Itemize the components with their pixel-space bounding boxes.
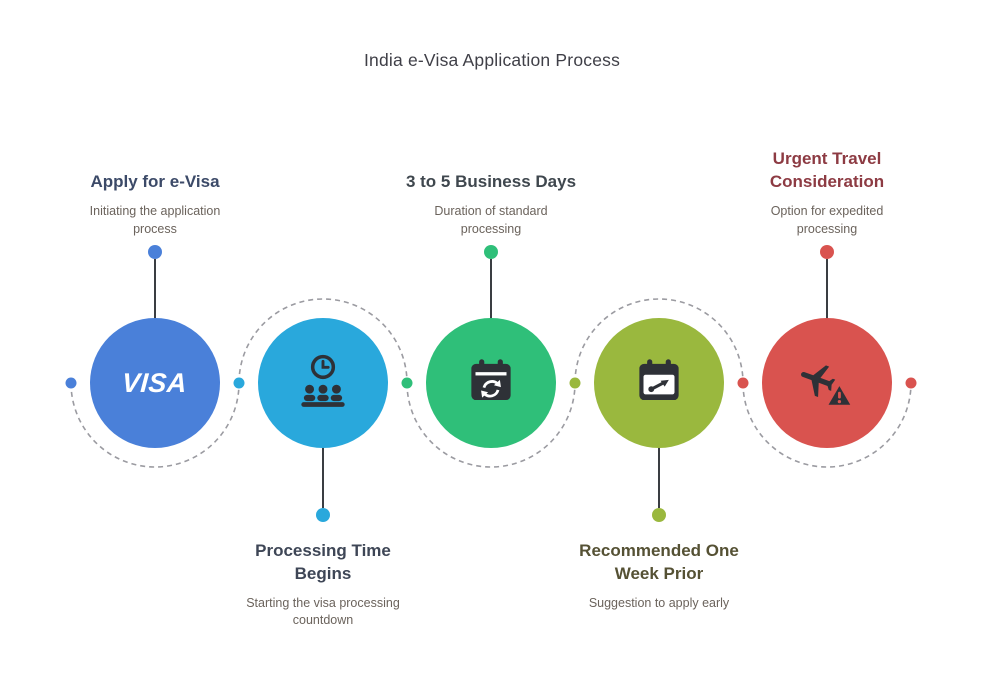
- connector-dot: [65, 377, 77, 389]
- step-label: 3 to 5 Business Days Duration of standar…: [391, 171, 591, 238]
- stem-dot: [316, 508, 330, 522]
- process-step-processing: Processing Time Begins Starting the visa…: [223, 0, 423, 696]
- step-title: Urgent Travel Consideration: [769, 149, 885, 192]
- step-label: Processing Time Begins Starting the visa…: [223, 540, 423, 630]
- step-description: Initiating the application process: [89, 204, 221, 236]
- step-title: Apply for e-Visa: [90, 172, 220, 192]
- stem-dot: [484, 245, 498, 259]
- step-label: Recommended One Week Prior Suggestion to…: [559, 540, 759, 612]
- process-step-apply: Apply for e-Visa Initiating the applicat…: [55, 0, 255, 696]
- stem-dot: [652, 508, 666, 522]
- connector-arc: [70, 382, 240, 468]
- stem-dot: [820, 245, 834, 259]
- connector-dot: [233, 377, 245, 389]
- visa-logo-icon: VISA: [121, 367, 189, 398]
- process-step-duration: 3 to 5 Business Days Duration of standar…: [391, 0, 591, 696]
- connector-arc: [742, 382, 912, 468]
- connector-arc: [406, 382, 576, 468]
- step-description: Option for expedited processing: [770, 204, 884, 236]
- step-circle: [594, 318, 724, 448]
- step-description: Starting the visa processing countdown: [246, 595, 400, 628]
- step-description: Duration of standard processing: [434, 204, 548, 236]
- plane-warning-icon: [801, 365, 851, 405]
- step-title: Processing Time Begins: [255, 541, 391, 583]
- step-label: Urgent Travel Consideration Option for e…: [727, 148, 927, 238]
- process-step-recommended: Recommended One Week Prior Suggestion to…: [559, 0, 759, 696]
- connector-dot: [737, 377, 749, 389]
- queue-clock-icon: [301, 354, 345, 407]
- step-label: Apply for e-Visa Initiating the applicat…: [55, 171, 255, 238]
- connector-dot: [401, 377, 413, 389]
- step-circle: [426, 318, 556, 448]
- connector-dot: [905, 377, 917, 389]
- step-title: 3 to 5 Business Days: [405, 172, 577, 192]
- calendar-sync-icon: [471, 359, 511, 401]
- process-step-urgent: Urgent Travel Consideration Option for e…: [727, 0, 927, 696]
- page-title: India e-Visa Application Process: [363, 50, 621, 70]
- step-title: Recommended One Week Prior: [579, 541, 739, 583]
- step-circle: [762, 318, 892, 448]
- step-circle: [258, 318, 388, 448]
- step-circle: VISA: [90, 318, 220, 448]
- connector-dot: [569, 377, 581, 389]
- stem-dot: [148, 245, 162, 259]
- calendar-deadline-icon: [639, 359, 679, 401]
- step-description: Suggestion to apply early: [588, 595, 730, 610]
- connector-arc: [238, 298, 408, 384]
- connector-arc: [574, 298, 744, 384]
